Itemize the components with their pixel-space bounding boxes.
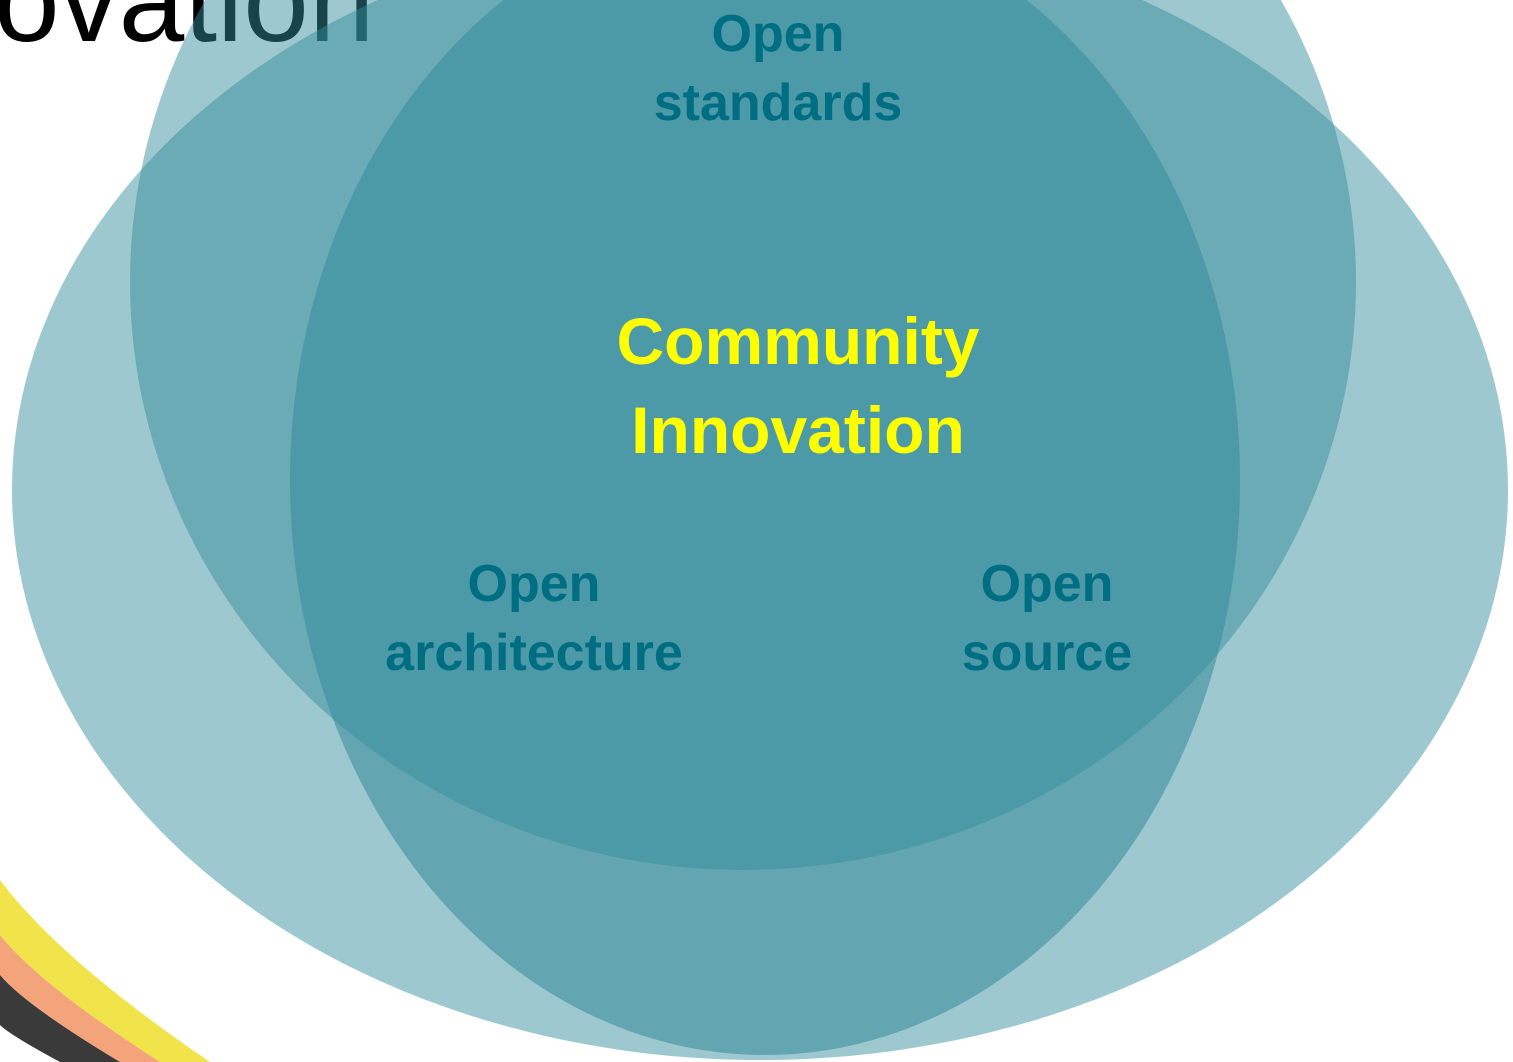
decorative-stripes bbox=[0, 880, 210, 1062]
label-community-innovation-line2: Innovation bbox=[631, 393, 965, 467]
slide-title-fragment: ovation bbox=[0, 0, 375, 67]
label-open-source-line1: Open bbox=[980, 555, 1114, 613]
venn-circles bbox=[12, 0, 1508, 1060]
label-open-architecture: Open architecture bbox=[334, 550, 734, 688]
label-open-architecture-line1: Open bbox=[467, 555, 601, 613]
label-open-standards: Open standards bbox=[600, 0, 956, 138]
stripe-yellow bbox=[0, 880, 210, 1062]
label-open-standards-line2: standards bbox=[653, 74, 903, 132]
label-open-architecture-line2: architecture bbox=[385, 624, 683, 682]
stripe-orange bbox=[0, 935, 160, 1062]
label-open-standards-line1: Open bbox=[711, 5, 845, 63]
circle-open-source bbox=[290, 0, 1240, 1055]
stripe-dark bbox=[0, 975, 120, 1062]
label-open-source-line2: source bbox=[961, 624, 1133, 682]
label-community-innovation-line1: Community bbox=[616, 304, 980, 378]
label-community-innovation: Community Innovation bbox=[560, 297, 1036, 475]
label-open-source: Open source bbox=[907, 550, 1187, 688]
